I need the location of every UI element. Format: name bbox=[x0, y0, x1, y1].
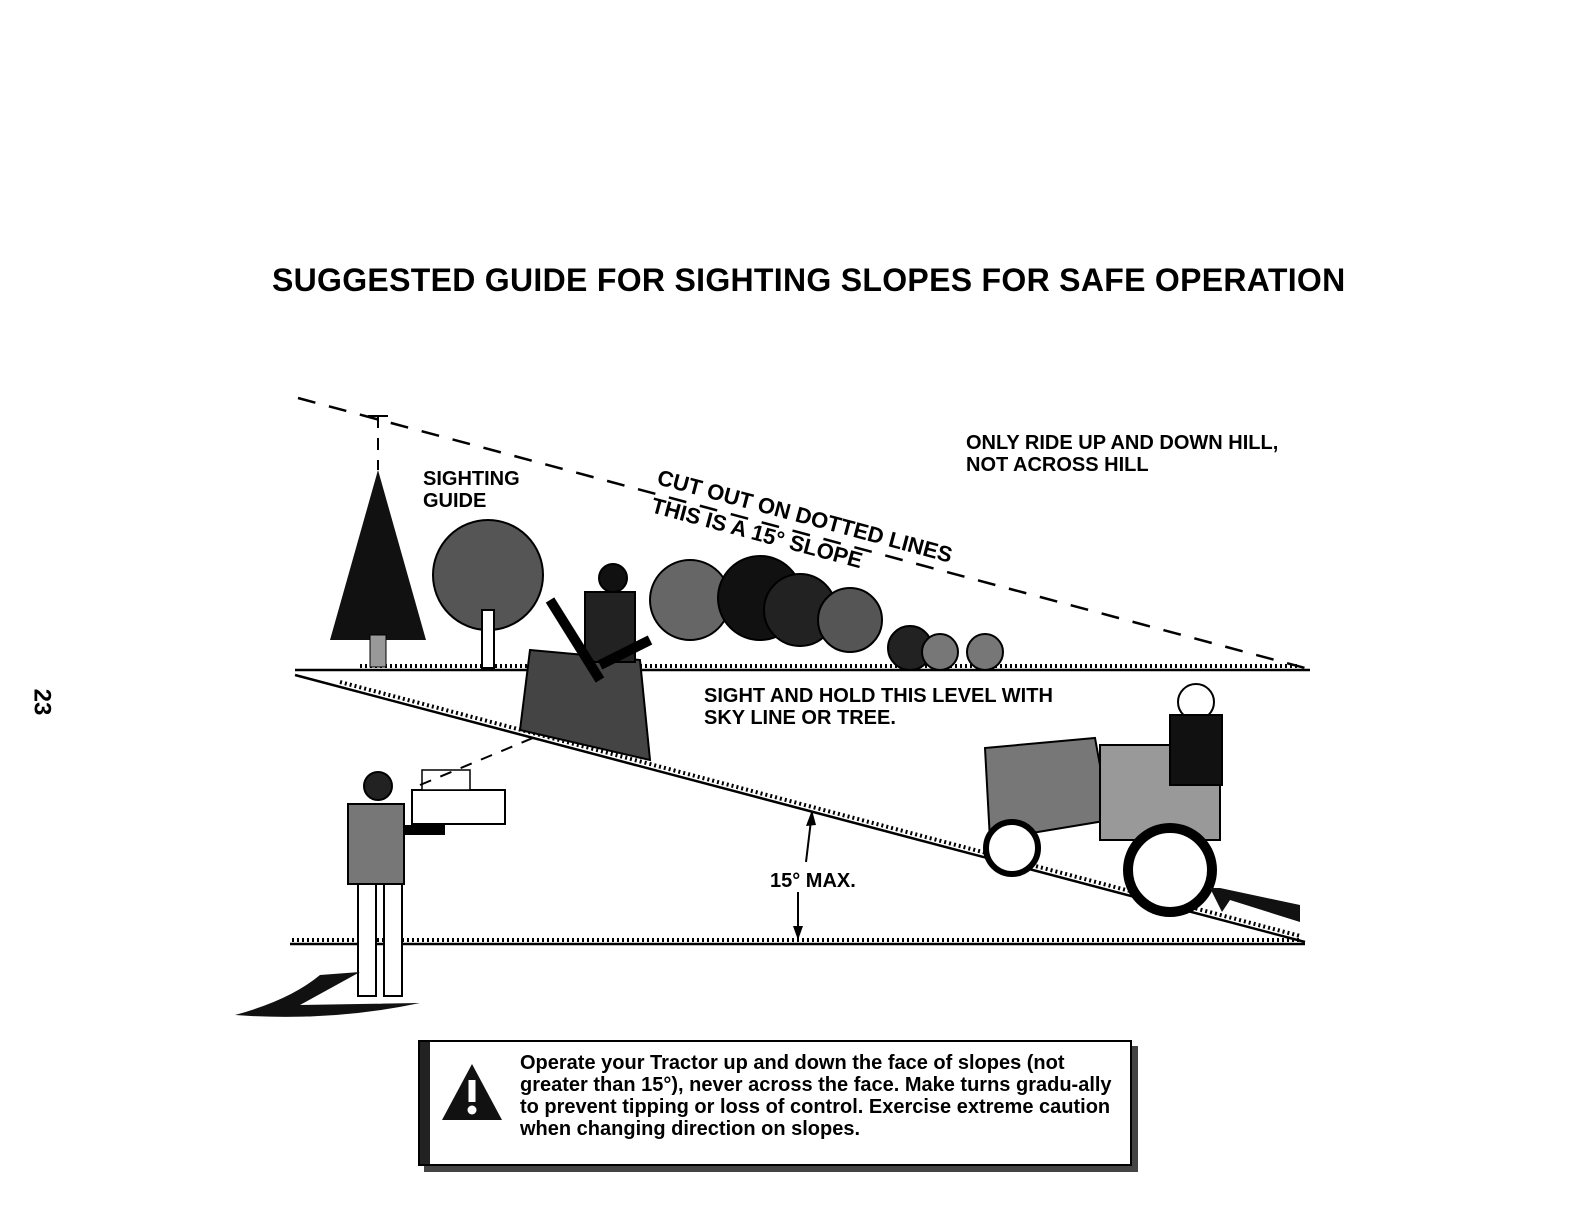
sighting-dashed-line bbox=[297, 396, 1306, 670]
direction-arrow-icon bbox=[1210, 888, 1300, 922]
person-shadow bbox=[235, 972, 420, 1017]
sight-level-label: SIGHT AND HOLD THIS LEVEL WITH SKY LINE … bbox=[704, 685, 1053, 729]
warning-side-bar bbox=[420, 1042, 430, 1164]
person-holding-guide-icon bbox=[347, 771, 445, 997]
tree-group-icon bbox=[649, 555, 1004, 671]
pine-tree-icon bbox=[330, 470, 426, 668]
sighting-guide-label: SIGHTING GUIDE bbox=[423, 468, 520, 512]
tractor-rider-lower-icon bbox=[983, 683, 1223, 917]
max-angle-label: 15° MAX. bbox=[770, 870, 856, 892]
ride-direction-label: ONLY RIDE UP AND DOWN HILL, NOT ACROSS H… bbox=[966, 432, 1279, 476]
page-title: SUGGESTED GUIDE FOR SIGHTING SLOPES FOR … bbox=[272, 262, 1346, 298]
warning-text: Operate your Tractor up and down the fac… bbox=[520, 1052, 1112, 1140]
sighting-card-icon bbox=[411, 789, 506, 825]
warning-triangle-icon bbox=[442, 1064, 502, 1120]
warning-box: Operate your Tractor up and down the fac… bbox=[418, 1040, 1132, 1166]
tractor-rider-upper-icon bbox=[518, 563, 653, 762]
deciduous-tree-icon bbox=[432, 519, 544, 669]
slope-grass bbox=[339, 680, 1301, 938]
